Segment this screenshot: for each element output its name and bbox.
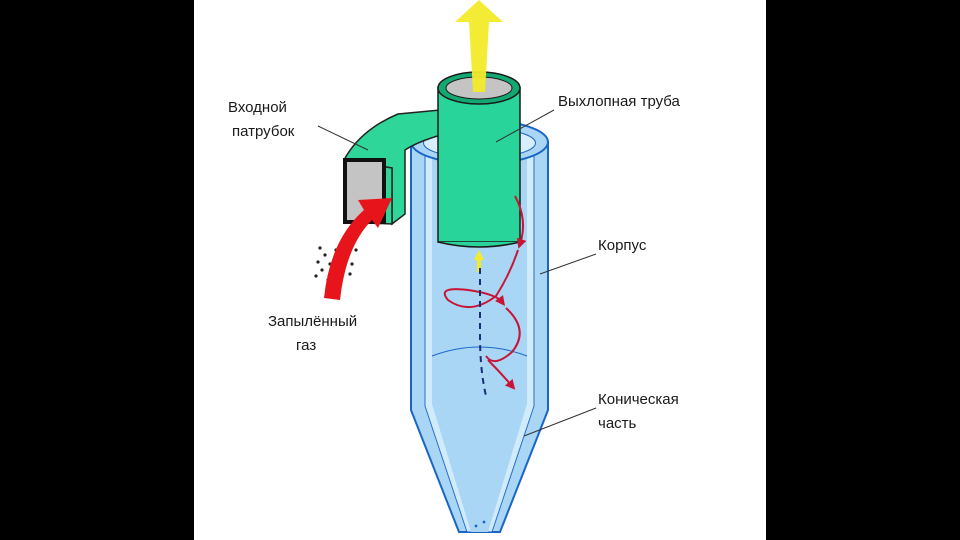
inner-dashed-flow	[479, 268, 487, 397]
curved-arrow-icon	[324, 198, 392, 300]
inner-up-arrow-icon	[474, 250, 484, 272]
label-inlet-line1: Входной	[228, 99, 287, 116]
label-conical-line1: Коническая	[598, 391, 679, 408]
label-inlet-line2: патрубок	[232, 123, 295, 140]
label-conical-line2: часть	[598, 415, 637, 432]
label-exhaust: Выхлопная труба	[558, 93, 681, 110]
label-body: Корпус	[598, 237, 647, 254]
up-arrow-icon	[455, 0, 503, 92]
leader-lines	[317, 109, 597, 437]
label-gas-line1: Запылённый	[268, 313, 357, 330]
label-gas-line2: газ	[296, 337, 316, 354]
spiral-arrow-icon	[443, 195, 527, 390]
exhaust-pipe	[437, 71, 521, 248]
